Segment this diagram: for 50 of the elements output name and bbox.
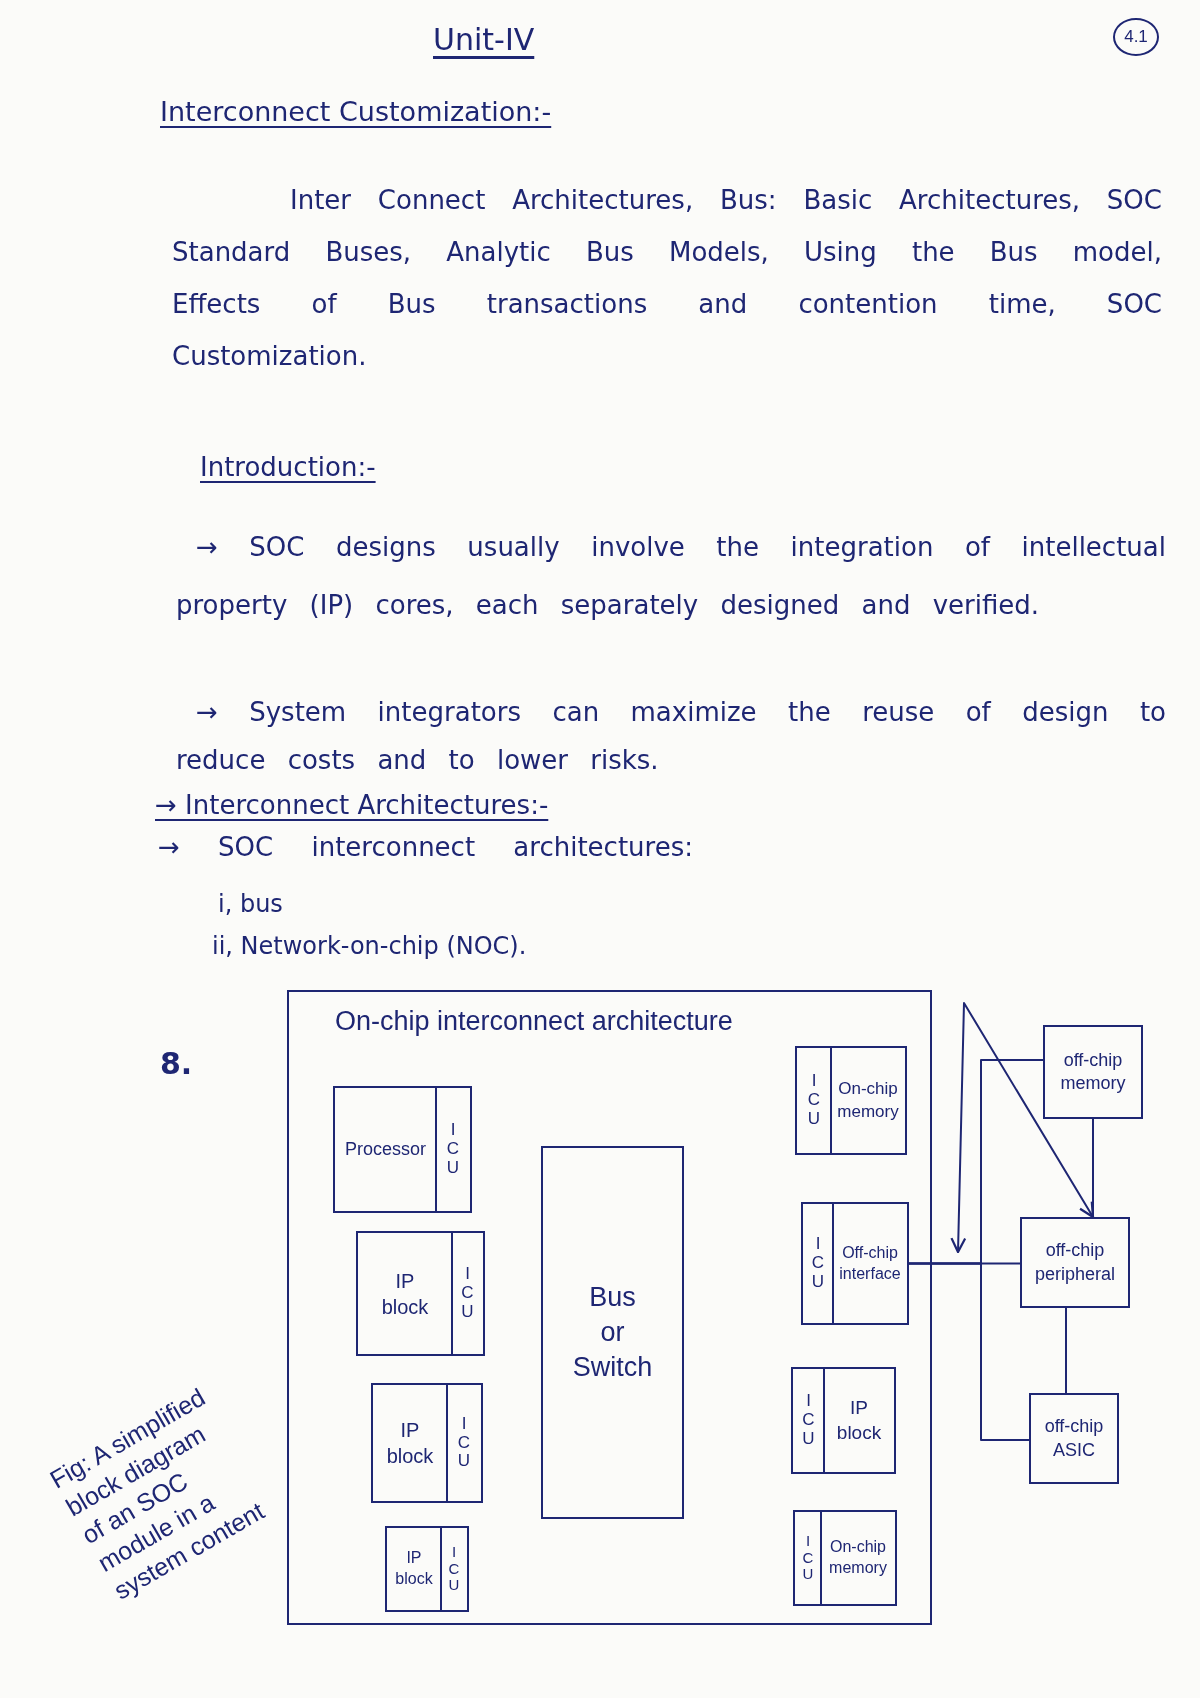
bullet-point: → SOC interconnect architectures: (158, 832, 693, 864)
processor-block (333, 1086, 472, 1213)
memory-block (1043, 1025, 1143, 1119)
memory-block (793, 1510, 897, 1606)
block-label: Processor (345, 1137, 426, 1161)
bullet-heading: → Interconnect Architectures:- (155, 790, 549, 822)
topic-paragraph: Inter Connect Architectures, Bus: Basic Architectures, SOC Standard Buses, Analytic Bus Models, Using the Bus model, Effects of Bus transactions and contention time, SOC Customization. (172, 184, 1162, 373)
list-item: ii, Network-on-chip (NOC). (212, 932, 527, 961)
block-label: Off-chip interface (839, 1242, 901, 1284)
chip-boundary-box (287, 990, 932, 1625)
bullet-point: → System integrators can maximize the reuse of design to reduce costs and to lower risks. (176, 696, 1166, 777)
block-label: IP block (395, 1548, 433, 1589)
icu-label: ICU (811, 1235, 825, 1292)
block-label: IP block (381, 1268, 429, 1320)
icu-label: ICU (457, 1414, 471, 1472)
block-label: On-chip memory (829, 1537, 887, 1578)
block-label: On-chip memory (837, 1078, 899, 1123)
page-heading: Unit-IV (433, 22, 535, 58)
memory-block (795, 1046, 907, 1155)
icu-label: ICU (801, 1392, 816, 1449)
ip-block (385, 1526, 469, 1612)
ip-block (356, 1231, 485, 1356)
block-label: off-chip peripheral (1034, 1239, 1116, 1286)
asic-block (1029, 1393, 1119, 1484)
subheading: Introduction:- (200, 452, 376, 484)
list-item: i, bus (218, 890, 283, 919)
icu-label: ICU (448, 1544, 460, 1594)
page-number: 4.1 (1124, 25, 1148, 48)
double-arrow (950, 1002, 1095, 1254)
block-label: IP block (386, 1418, 434, 1469)
bus-switch-block (541, 1146, 684, 1519)
interface-block (801, 1202, 909, 1325)
icu-label: ICU (802, 1533, 814, 1583)
bullet-point: → SOC designs usually involve the integration of intellectual property (IP) cores, each separately designed and verified. (176, 531, 1166, 622)
icu-label: ICU (460, 1265, 475, 1322)
ip-block (791, 1367, 896, 1474)
block-label: IP block (836, 1395, 882, 1445)
question-number: 8. (160, 1046, 193, 1082)
peripheral-block (1020, 1217, 1130, 1308)
connector-line (1065, 1307, 1067, 1394)
connector-line (908, 1262, 1030, 1441)
block-label: off-chip memory (1060, 1048, 1126, 1095)
block-label: Bus or Switch (572, 1280, 653, 1385)
section-heading: Interconnect Customization:- (160, 96, 552, 129)
icu-label: ICU (807, 1072, 821, 1129)
page-number-circle (1113, 18, 1159, 56)
box-heading: On-chip interconnect architecture (335, 1006, 733, 1037)
ip-block (371, 1383, 483, 1503)
icu-label: ICU (446, 1121, 460, 1178)
block-label: off-chip ASIC (1044, 1415, 1104, 1462)
